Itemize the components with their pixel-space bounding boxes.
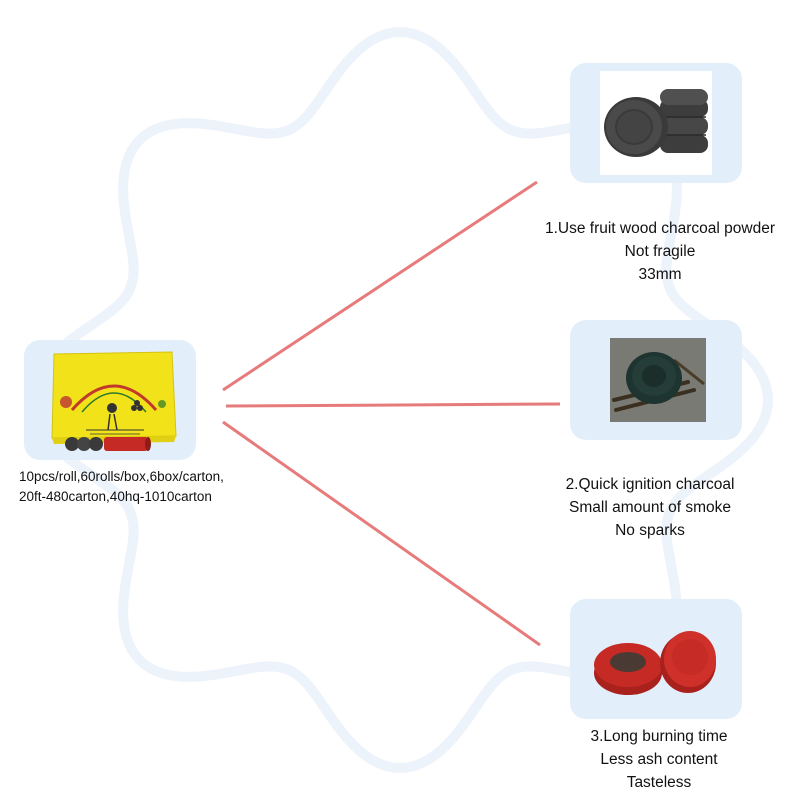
feature-3-line-2: Less ash content [600,751,718,768]
feature-1-line-3: 33mm [638,266,682,283]
packing-line-1: 10pcs/roll,60rolls/box,6box/carton, [19,469,224,484]
red-charcoal-tablets-icon [594,631,716,695]
feature-caption-1: 1.Use fruit wood charcoal powder Not fra… [510,217,800,286]
feature-2-line-3: No sparks [615,522,685,539]
feature-card-2 [570,320,742,440]
product-box-card [24,340,196,460]
feature-caption-3: 3.Long burning time Less ash content Tas… [509,725,800,794]
packing-info: 10pcs/roll,60rolls/box,6box/carton, 20ft… [19,467,224,507]
feature-caption-2: 2.Quick ignition charcoal Small amount o… [500,473,800,542]
connector-line-2 [225,402,561,408]
feature-3-title: 3.Long burning time [590,728,728,745]
charcoal-box-icon [51,351,177,451]
feature-2-title: 2.Quick ignition charcoal [565,476,735,493]
connector-line-1 [222,180,538,392]
feature-card-3 [570,599,742,719]
feature-1-title: 1.Use fruit wood charcoal powder [544,220,776,237]
feature-3-line-3: Tasteless [626,774,692,791]
burning-charcoal-tablet-icon [610,338,706,422]
feature-1-line-2: Not fragile [624,243,696,260]
feature-card-1 [570,63,742,183]
connector-line-3 [222,420,541,647]
stacked-charcoal-tablets-icon [600,71,712,175]
feature-2-line-2: Small amount of smoke [569,499,731,516]
packing-line-2: 20ft-480carton,40hq-1010carton [19,489,212,504]
